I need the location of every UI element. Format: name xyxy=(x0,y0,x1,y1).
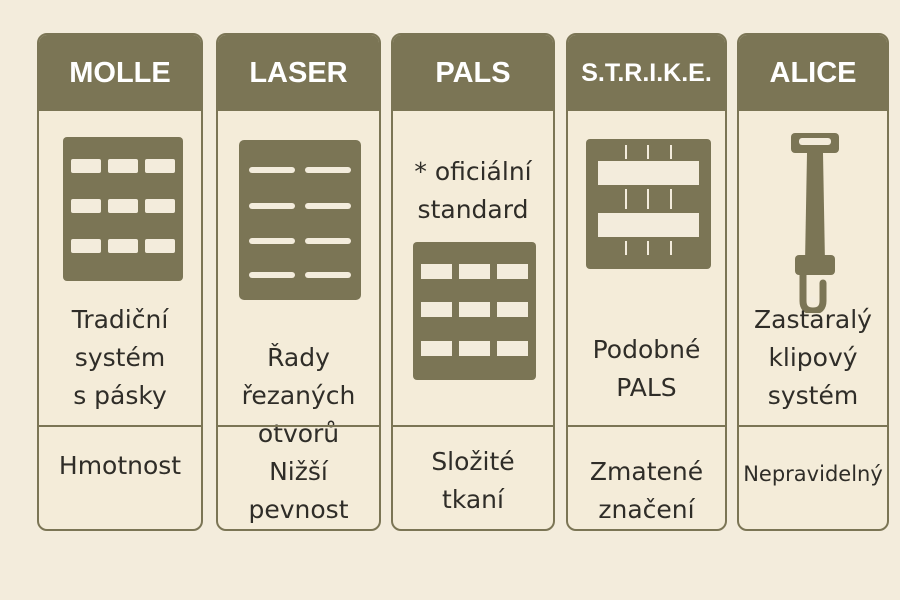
pals-grid-icon xyxy=(413,242,536,380)
card-alice: ALICE Zastaralý klipový systém Nepravide… xyxy=(737,33,889,531)
card-description: Tradiční systém s pásky xyxy=(71,305,169,410)
card-body: Tradiční systém s pásky xyxy=(39,111,201,425)
card-description: Řady řezaných otvorů xyxy=(241,343,356,448)
card-description: Zastaralý klipový systém xyxy=(754,305,872,410)
strike-strap-panel-icon xyxy=(586,139,711,269)
card-strike: S.T.R.I.K.E. xyxy=(566,33,727,531)
card-note: * oficiální standard xyxy=(414,157,532,224)
card-title: MOLLE xyxy=(39,35,201,111)
card-body: Podobné PALS xyxy=(568,111,725,425)
card-description: Podobné PALS xyxy=(592,335,701,402)
card-drawback: Složité tkaní xyxy=(393,425,553,529)
laser-cut-panel-icon xyxy=(239,140,361,300)
alice-clip-icon xyxy=(791,133,839,313)
card-body: Zastaralý klipový systém xyxy=(739,111,887,425)
molle-webbing-grid-icon xyxy=(63,137,183,281)
card-drawback: Hmotnost xyxy=(39,425,201,529)
card-title: S.T.R.I.K.E. xyxy=(568,35,725,111)
card-body: Řady řezaných otvorů xyxy=(218,111,379,448)
card-body: * oficiální standard xyxy=(393,111,553,425)
card-molle: MOLLE xyxy=(37,33,203,531)
card-title: ALICE xyxy=(739,35,887,111)
card-drawback: Nepravidelný xyxy=(739,425,887,529)
card-pals: PALS * oficiální standard Složité tkaní xyxy=(391,33,555,531)
card-drawback: Zmatené značení xyxy=(568,425,725,529)
card-title: LASER xyxy=(218,35,379,111)
card-title: PALS xyxy=(393,35,553,111)
card-drawback: Nižší pevnost xyxy=(218,425,379,529)
card-laser: LASER Řady řezaných otvorů Nižší pevnost xyxy=(216,33,381,531)
